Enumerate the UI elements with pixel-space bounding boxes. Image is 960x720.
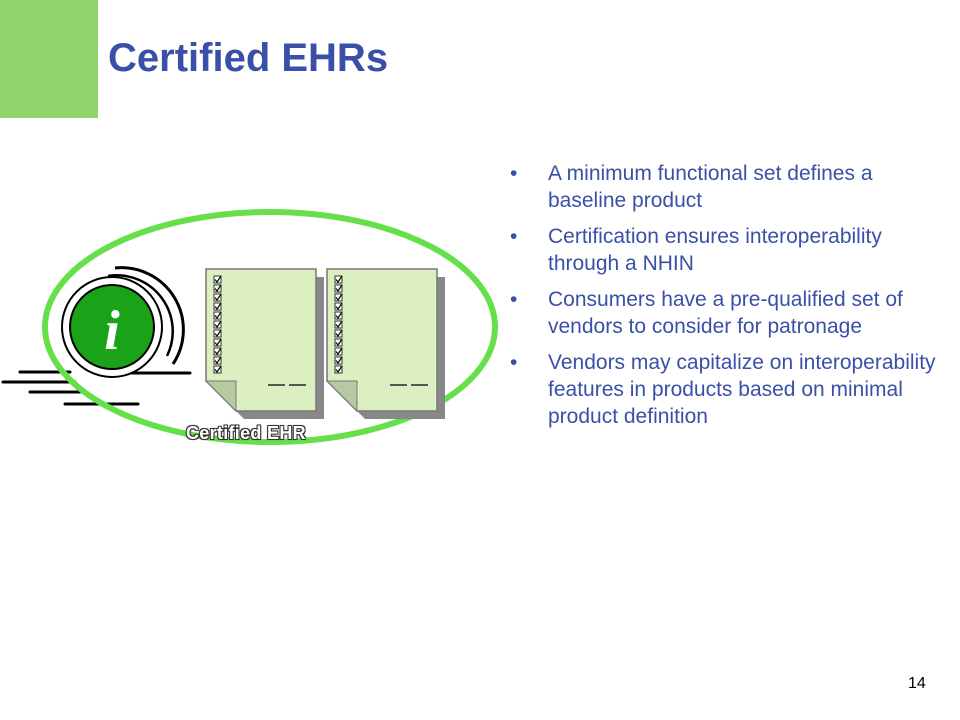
bullet-item: • Consumers have a pre-qualified set of v…: [510, 286, 940, 340]
checkmark-icon: [335, 275, 343, 284]
checkmark-icon: [214, 293, 222, 302]
checkbox-icon: [213, 293, 222, 302]
checkmark-icon: [214, 329, 222, 338]
checkmark-icon: [335, 365, 343, 374]
checkbox-icon: [334, 293, 343, 302]
checkbox-icon: [213, 302, 222, 311]
checkbox-icon: [334, 338, 343, 347]
checkmark-icon: [214, 311, 222, 320]
info-icon: i: [61, 266, 185, 378]
bullet-text: A minimum functional set defines a basel…: [548, 162, 873, 212]
checkmark-icon: [214, 275, 222, 284]
checkbox-icon: [213, 329, 222, 338]
title-accent-block: [0, 0, 98, 118]
checkmark-icon: [214, 338, 222, 347]
bullet-marker: •: [510, 288, 518, 311]
checkbox-icon: [334, 320, 343, 329]
checkmark-icon: [335, 311, 343, 320]
checkmark-icon: [214, 284, 222, 293]
checkmark-icon: [214, 356, 222, 365]
checkbox-icon: [334, 311, 343, 320]
svg-text:i: i: [104, 300, 120, 362]
checkbox-icon: [213, 320, 222, 329]
checkbox-icon: [213, 338, 222, 347]
checkmark-icon: [214, 365, 222, 374]
slide-title: Certified EHRs: [108, 36, 389, 80]
checkmark-icon: [335, 284, 343, 293]
checkmark-icon: [335, 320, 343, 329]
checkmark-icon: [214, 347, 222, 356]
graphic-caption: Certified EHR: [186, 423, 306, 443]
checkmark-icon: [214, 302, 222, 311]
checkbox-icon: [213, 275, 222, 284]
page-number: 14: [908, 675, 926, 692]
checkbox-icon: [213, 365, 222, 374]
bullet-item: • A minimum functional set defines a base…: [510, 160, 940, 214]
checkbox-icon: [334, 356, 343, 365]
checkbox-icon: [334, 329, 343, 338]
checklist-document-1: [204, 268, 324, 419]
checkbox-icon: [334, 275, 343, 284]
certification-ellipse: [42, 209, 498, 445]
bullet-text: Consumers have a pre-qualified set of ve…: [548, 288, 903, 338]
checkmark-icon: [214, 320, 222, 329]
checkmark-icon: [335, 302, 343, 311]
checkbox-icon: [334, 302, 343, 311]
checklist-document-2: [325, 268, 445, 419]
bullet-list: • A minimum functional set defines a base…: [510, 160, 940, 439]
checkmark-icon: [335, 347, 343, 356]
bullet-marker: •: [510, 162, 518, 185]
checkmark-icon: [335, 356, 343, 365]
checkbox-icon: [213, 284, 222, 293]
checkbox-icon: [334, 365, 343, 374]
checkmark-icon: [335, 329, 343, 338]
checkbox-icon: [213, 356, 222, 365]
bullet-marker: •: [510, 351, 518, 374]
bullet-item: • Certification ensures interoperability …: [510, 223, 940, 277]
bullet-marker: •: [510, 225, 518, 248]
bullet-item: • Vendors may capitalize on interoperabil…: [510, 349, 940, 430]
checkbox-icon: [334, 284, 343, 293]
checkmark-icon: [335, 338, 343, 347]
bullet-text: Vendors may capitalize on interoperabili…: [548, 351, 936, 428]
checkbox-icon: [213, 347, 222, 356]
checkbox-icon: [213, 311, 222, 320]
bullet-text: Certification ensures interoperability t…: [548, 225, 882, 275]
checkbox-icon: [334, 347, 343, 356]
checkmark-icon: [335, 293, 343, 302]
